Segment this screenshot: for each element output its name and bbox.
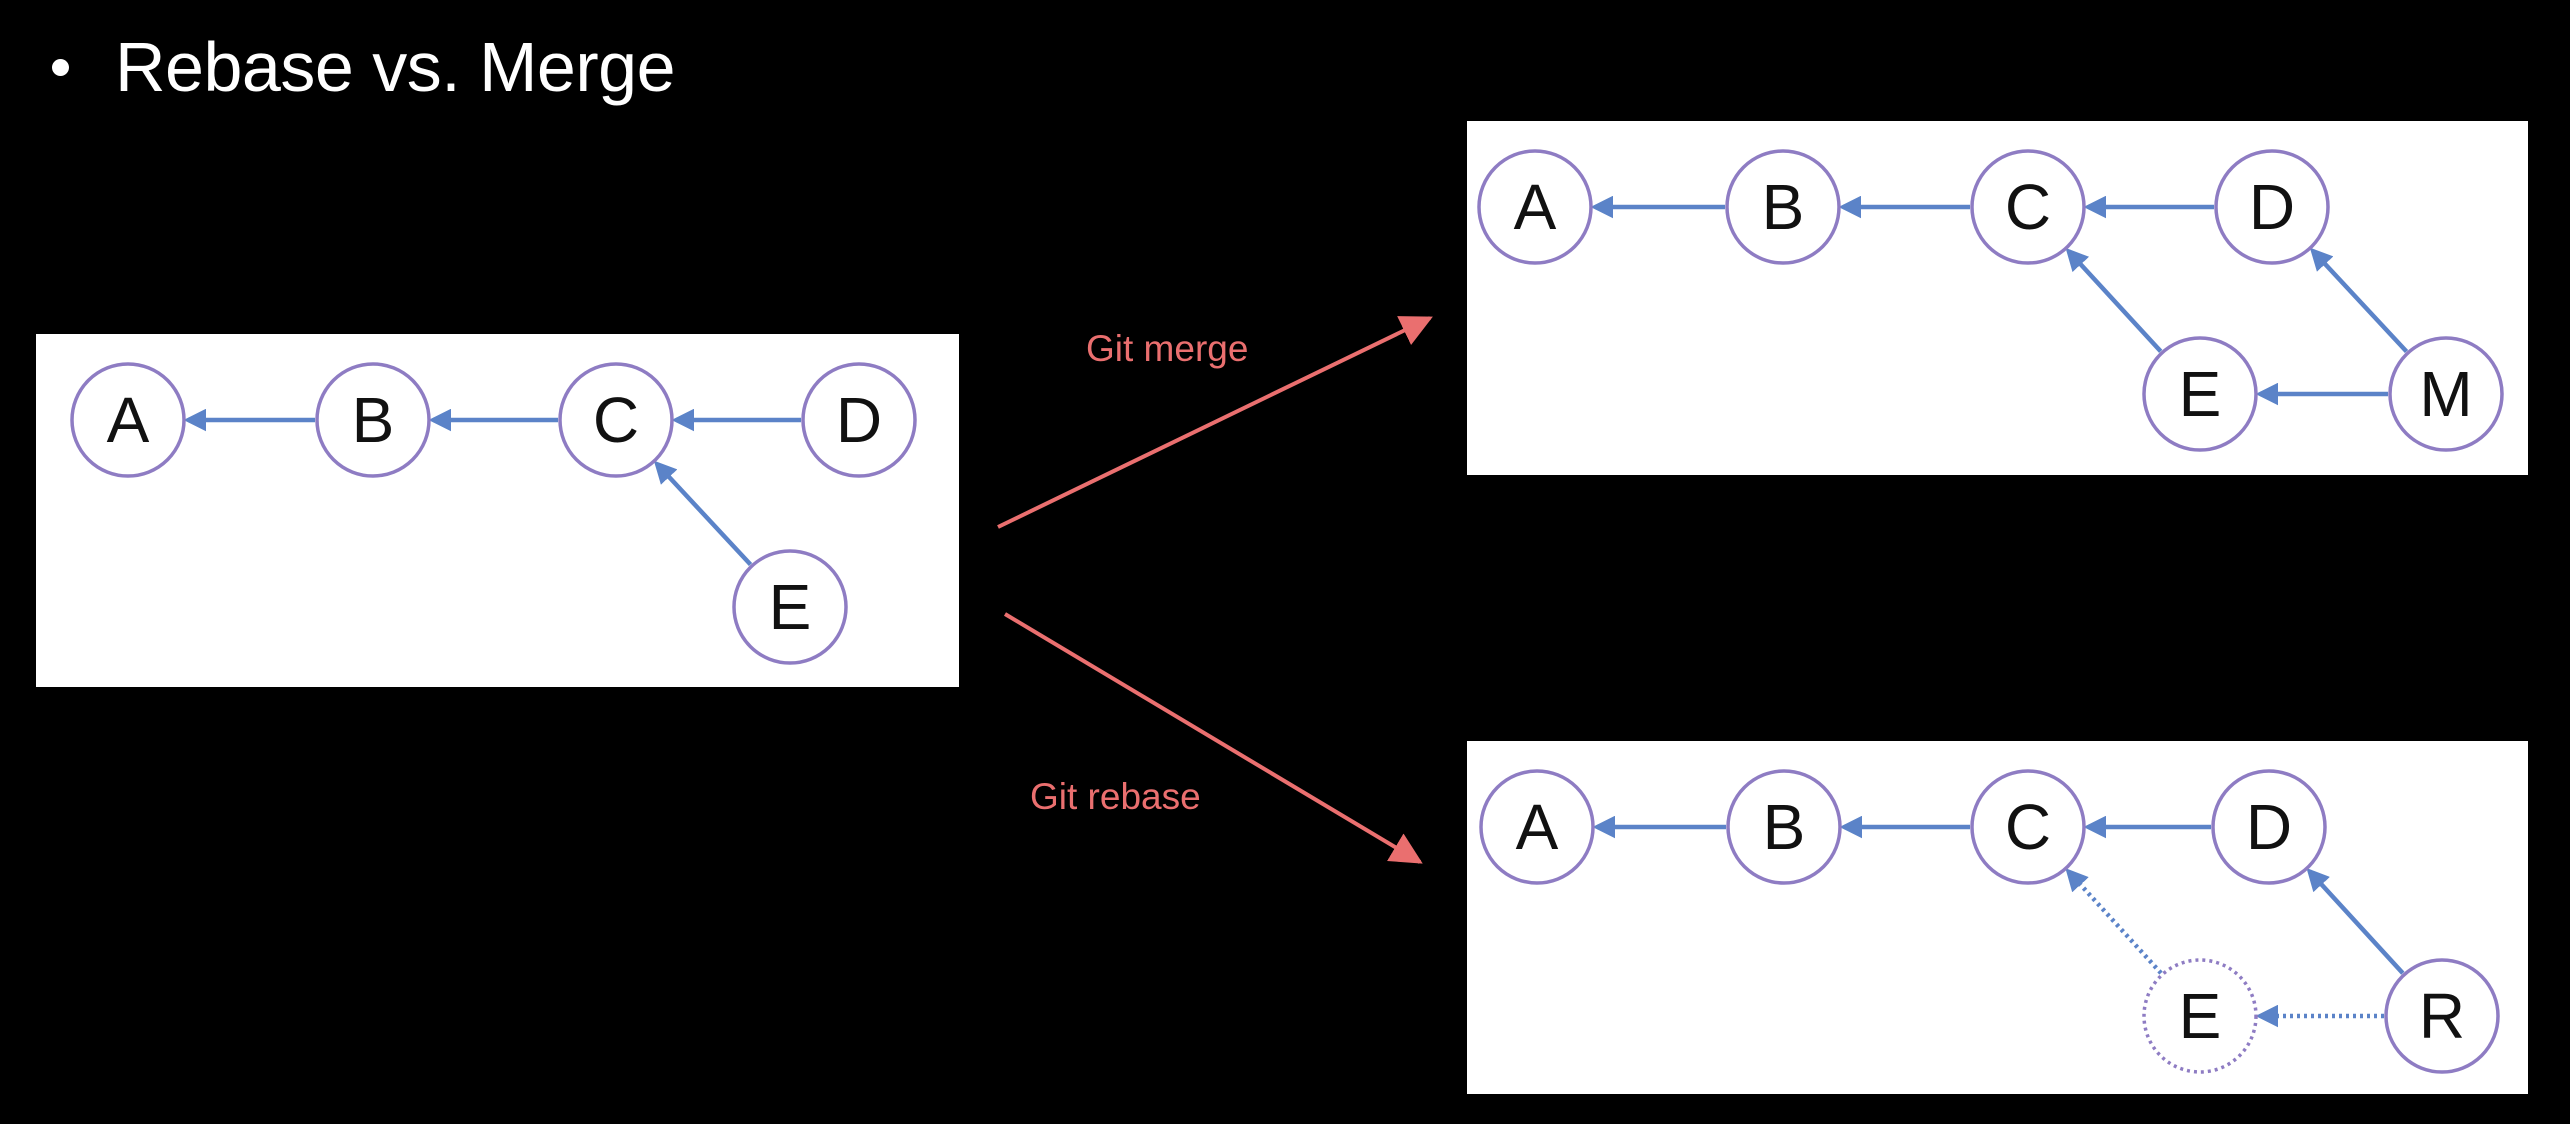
commit-circle <box>1970 149 2086 265</box>
commit-node-b: B <box>1726 769 1842 885</box>
commit-circle <box>1970 769 2086 885</box>
edge-m-to-d <box>2309 247 2409 354</box>
original-graph-panel: A B C D E <box>36 334 959 687</box>
commit-circle <box>315 362 431 478</box>
rebase-transition-label: Git rebase <box>1030 776 1201 817</box>
commit-node-a: A <box>70 362 186 478</box>
edge-r-to-d <box>2306 867 2405 975</box>
merge-result-panel: A B C D E M <box>1467 121 2528 475</box>
commit-label: D <box>836 384 882 456</box>
commit-circle <box>2211 769 2327 885</box>
commit-circle <box>2214 149 2330 265</box>
rebase-result-panel: A B C D E R <box>1467 741 2528 1094</box>
commit-node-a: A <box>1477 149 1593 265</box>
commit-label: A <box>1514 171 1557 243</box>
commit-circle <box>1726 769 1842 885</box>
commit-node-c: C <box>558 362 674 478</box>
commit-circle <box>732 549 848 665</box>
commit-label: E <box>2179 980 2222 1052</box>
commit-label: M <box>2419 358 2472 430</box>
commit-node-r: R <box>2384 958 2500 1074</box>
commit-circle <box>801 362 917 478</box>
commit-label: R <box>2419 980 2465 1052</box>
rebase-result-graph: A B C D E R <box>1479 769 2500 1074</box>
commit-node-d: D <box>2211 769 2327 885</box>
commit-node-d: D <box>801 362 917 478</box>
edge-e-to-c <box>2065 868 2163 975</box>
commit-label: B <box>1763 791 1806 863</box>
commit-circle <box>2384 958 2500 1074</box>
commit-circle <box>2388 336 2504 452</box>
commit-label: C <box>2005 791 2051 863</box>
commit-circle <box>1479 769 1595 885</box>
commit-circle <box>2142 958 2258 1074</box>
merge-result-graph: A B C D E M <box>1477 149 2504 452</box>
commit-circle <box>70 362 186 478</box>
commit-node-b: B <box>315 362 431 478</box>
edge-e-to-c <box>653 460 753 567</box>
commit-circle <box>2142 336 2258 452</box>
merge-transition-arrow <box>997 316 1433 529</box>
merge-transition-label: Git merge <box>1086 328 1248 369</box>
commit-node-e: E <box>732 549 848 665</box>
commit-circle <box>1725 149 1841 265</box>
commit-node-d: D <box>2214 149 2330 265</box>
commit-node-a: A <box>1479 769 1595 885</box>
commit-label: B <box>352 384 395 456</box>
commit-label: D <box>2246 791 2292 863</box>
rebase-transition-arrow <box>1003 612 1423 864</box>
commit-label: A <box>1516 791 1559 863</box>
commit-node-b: B <box>1725 149 1841 265</box>
bullet-point <box>52 58 69 76</box>
commit-node-c: C <box>1970 149 2086 265</box>
edge-e-to-c <box>2065 247 2163 353</box>
commit-label: E <box>2179 358 2222 430</box>
commit-label: E <box>769 571 812 643</box>
commit-label: C <box>2005 171 2051 243</box>
commit-node-m: M <box>2388 336 2504 452</box>
commit-label: C <box>593 384 639 456</box>
commit-label: B <box>1762 171 1805 243</box>
commit-label: D <box>2249 171 2295 243</box>
commit-node-c: C <box>1970 769 2086 885</box>
original-graph: A B C D E <box>70 362 917 665</box>
commit-circle <box>1477 149 1593 265</box>
commit-circle <box>558 362 674 478</box>
commit-node-e: E <box>2142 958 2258 1074</box>
commit-label: A <box>107 384 150 456</box>
slide-title: Rebase vs. Merge <box>52 22 676 112</box>
slide-title-text: Rebase vs. Merge <box>115 28 676 106</box>
commit-node-e: E <box>2142 336 2258 452</box>
